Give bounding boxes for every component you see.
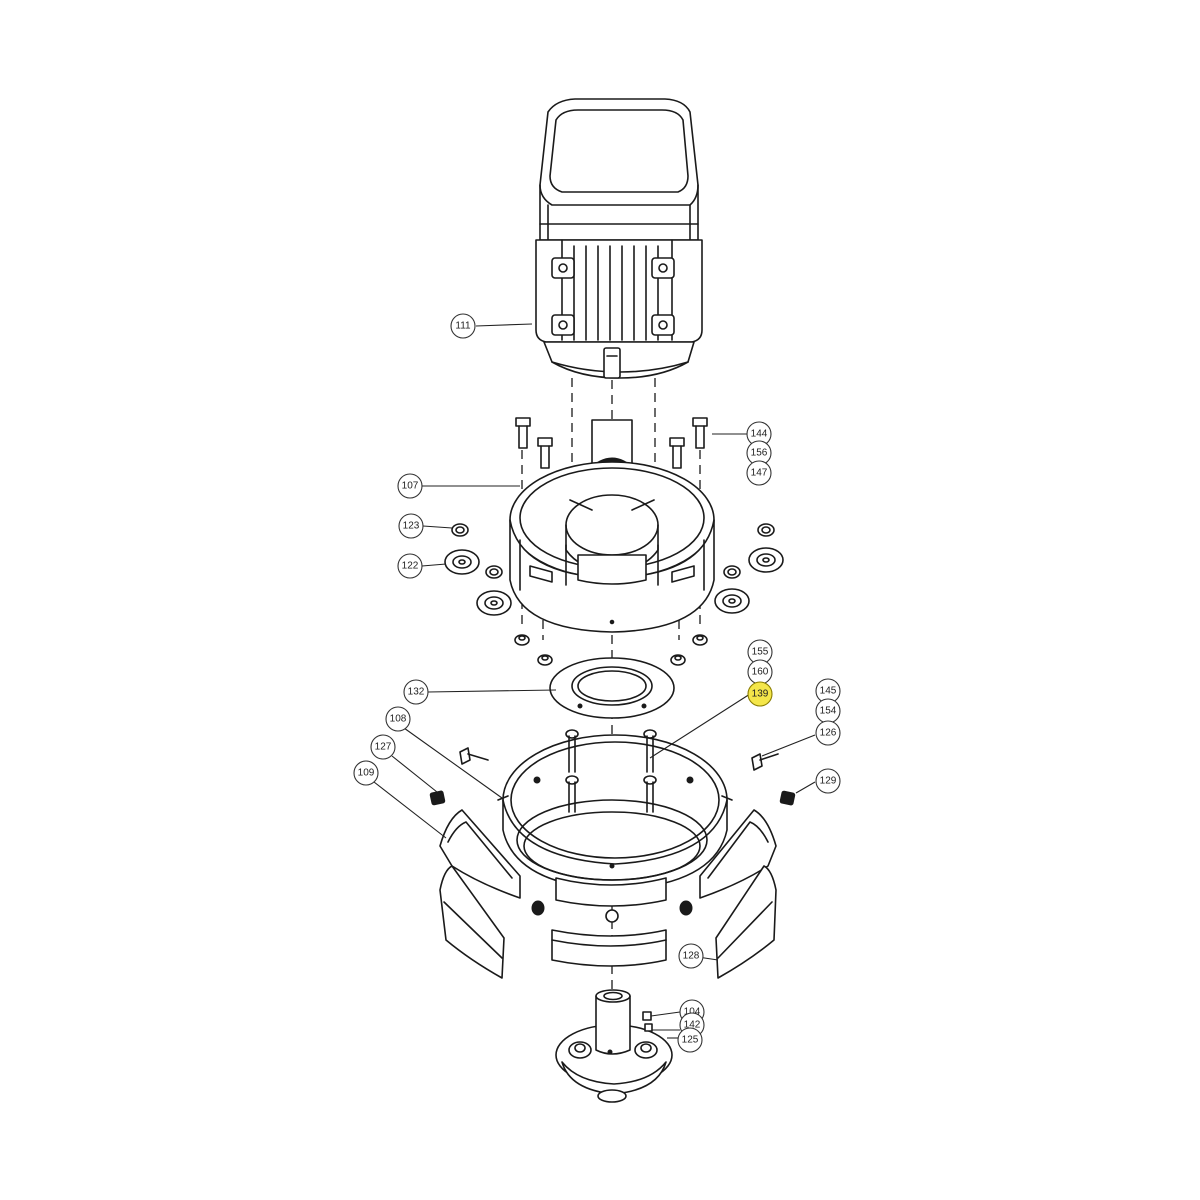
svg-text:107: 107: [402, 481, 419, 492]
bolt-head-icon: [568, 1041, 592, 1059]
svg-text:156: 156: [751, 448, 768, 459]
svg-text:123: 123: [403, 521, 420, 532]
nut-icon: [537, 654, 553, 666]
side-fasteners: [429, 747, 796, 806]
svg-text:126: 126: [820, 728, 837, 739]
svg-text:147: 147: [751, 468, 768, 479]
callout-123: 123: [398, 513, 424, 539]
callout-126: 126: [815, 720, 841, 746]
svg-text:104: 104: [684, 1007, 701, 1018]
callout-109: 109: [353, 760, 379, 786]
screw-icon: [459, 747, 489, 765]
svg-text:109: 109: [358, 768, 375, 779]
callout-154: 154: [815, 698, 841, 724]
callout-127: 127: [370, 734, 396, 760]
leader-lines: [373, 323, 816, 1039]
wheel-icon: [476, 565, 512, 616]
callout-125-bubble: 125: [677, 1027, 703, 1053]
svg-text:129: 129: [820, 776, 837, 787]
callout-108: 108: [385, 706, 411, 732]
svg-text:144: 144: [751, 429, 768, 440]
svg-text:125: 125: [682, 1035, 699, 1046]
svg-text:132: 132: [408, 687, 425, 698]
wheel-icon: [748, 523, 784, 573]
bottom-hub: [555, 989, 673, 1103]
stud-icon: [565, 775, 579, 813]
seal-plate: [549, 657, 675, 719]
callout-132: 132: [403, 679, 429, 705]
svg-text:127: 127: [375, 742, 392, 753]
bolt-head-icon: [634, 1041, 658, 1059]
callout-111: 111: [450, 313, 476, 339]
nut-icon: [670, 654, 686, 666]
upper-wheels: [444, 523, 784, 666]
bolt-icon: [669, 437, 685, 469]
callout-128: 128: [678, 943, 704, 969]
top-bolts: [515, 417, 708, 469]
bolt-icon: [515, 417, 531, 449]
shoe-segments: [439, 809, 777, 979]
svg-text:108: 108: [390, 714, 407, 725]
nut-icon: [692, 634, 708, 646]
bolt-icon: [692, 417, 708, 449]
svg-text:111: 111: [455, 321, 471, 332]
callout-107: 107: [397, 473, 423, 499]
callout-139-highlighted: 139: [747, 681, 773, 707]
callout-160: 160: [747, 659, 773, 685]
stud-icon: [565, 729, 579, 773]
nut-icon: [514, 634, 530, 646]
bolt-icon: [537, 437, 553, 469]
callout-145: 145: [815, 678, 841, 704]
svg-text:142: 142: [684, 1020, 701, 1031]
svg-text:160: 160: [752, 667, 769, 678]
svg-text:155: 155: [752, 647, 769, 658]
svg-text:139: 139: [752, 689, 769, 700]
svg-text:154: 154: [820, 706, 837, 717]
stud-icon: [643, 729, 657, 773]
svg-text:145: 145: [820, 686, 837, 697]
svg-text:122: 122: [402, 561, 419, 572]
callout-bubbles: 111 144 156 147 107 123 122 155 160 139 …: [353, 313, 841, 1053]
upper-housing: [509, 419, 715, 633]
stud-icon: [643, 775, 657, 813]
wheel-icon: [444, 523, 480, 575]
lower-ring: [497, 729, 733, 891]
svg-text:128: 128: [683, 951, 700, 962]
wheel-icon: [714, 565, 750, 614]
callout-122: 122: [397, 553, 423, 579]
motor-assembly: [535, 98, 703, 379]
screw-icon: [751, 753, 779, 771]
callout-147: 147: [746, 460, 772, 486]
callout-129: 129: [815, 768, 841, 794]
